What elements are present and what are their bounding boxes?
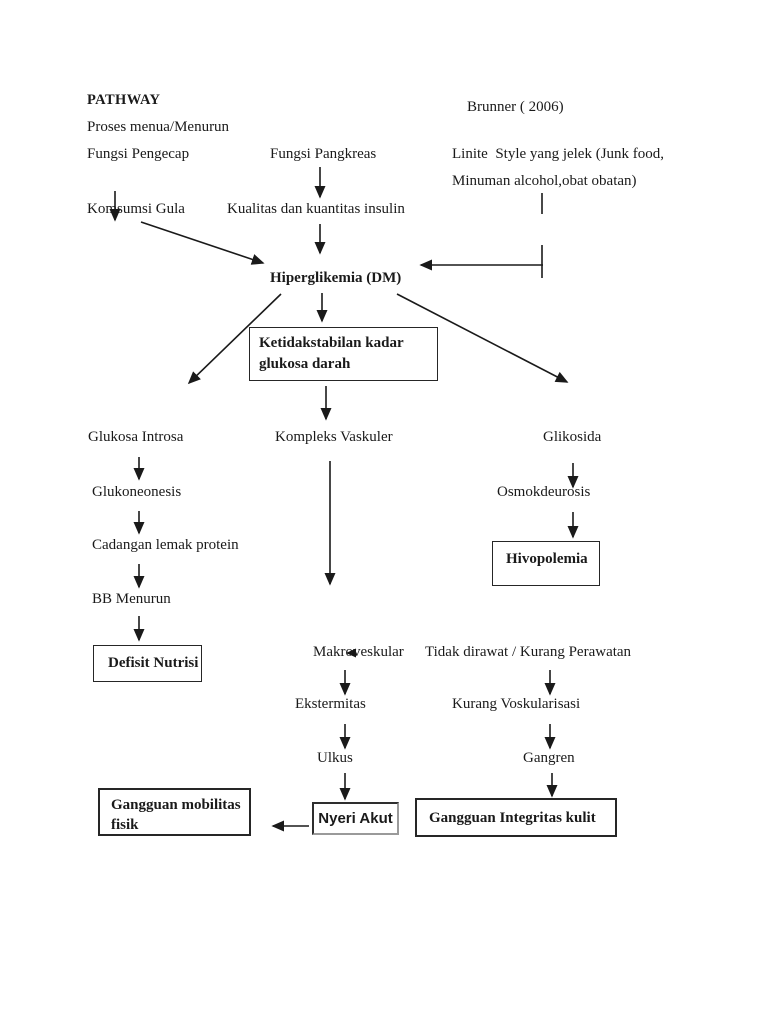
node-bb-menurun: BB Menurun: [92, 591, 171, 607]
diagnosis-label: Gangguan Integritas kulit: [429, 810, 596, 826]
node-kualitas-insulin: Kualitas dan kuantitas insulin: [227, 201, 405, 217]
diagnosis-box-gangguan-mobilitas: Gangguan mobilitas fisik: [98, 788, 251, 836]
node-ulkus: Ulkus: [317, 750, 353, 766]
node-life-style-line1: Linite Style yang jelek (Junk food,: [452, 146, 665, 162]
node-cadangan-lemak: Cadangan lemak protein: [92, 537, 239, 553]
node-fungsi-pangkreas: Fungsi Pangkreas: [270, 146, 377, 162]
diagnosis-label: Hivopolemia: [506, 551, 588, 567]
node-komsumsi-gula: Komsumsi Gula: [87, 201, 185, 217]
node-kompleks-vaskuler: Kompleks Vaskuler: [275, 429, 393, 445]
diagnosis-box-nyeri-akut: Nyeri Akut: [312, 802, 399, 835]
diagnosis-box-hivopolemia: Hivopolemia: [492, 541, 600, 586]
diagnosis-label: Defisit Nutrisi: [108, 655, 199, 671]
arrow-komsumsi-to-hiperglikemia: [140, 221, 265, 265]
node-osmokdeurosis: Osmokdeurosis: [497, 484, 591, 500]
node-hiperglikemia: Hiperglikemia (DM): [270, 270, 402, 286]
node-fungsi-pengecap: Fungsi Pengecap: [87, 146, 190, 162]
diagnosis-box-defisit-nutrisi: Defisit Nutrisi: [93, 645, 202, 682]
diagnosis-label: Gangguan mobilitas fisik: [111, 797, 241, 833]
node-proses-menua: Proses menua/Menurun: [87, 119, 230, 135]
node-tidak-dirawat: Tidak dirawat / Kurang Perawatan: [425, 644, 632, 660]
node-makroveskular: Makroveskular: [313, 644, 404, 660]
node-gangren: Gangren: [523, 750, 575, 766]
page-title: PATHWAY: [87, 92, 161, 108]
node-life-style-line2: Minuman alcohol,obat obatan): [452, 173, 637, 189]
node-kurang-voskularisasi: Kurang Voskularisasi: [452, 696, 581, 712]
diagnosis-box-gangguan-integritas: Gangguan Integritas kulit: [415, 798, 617, 837]
diagnosis-label: Ketidakstabilan kadar glukosa darah: [259, 335, 404, 372]
diagnosis-box-ketidakstabilan: Ketidakstabilan kadar glukosa darah: [249, 327, 438, 381]
reference-citation: Brunner ( 2006): [467, 99, 564, 115]
diagnosis-label: Nyeri Akut: [318, 810, 393, 827]
node-ekstermitas: Ekstermitas: [295, 696, 366, 712]
node-glikosida: Glikosida: [543, 429, 602, 445]
node-glukoneonesis: Glukoneonesis: [92, 484, 182, 500]
node-glukosa-introsa: Glukosa Introsa: [88, 429, 184, 445]
